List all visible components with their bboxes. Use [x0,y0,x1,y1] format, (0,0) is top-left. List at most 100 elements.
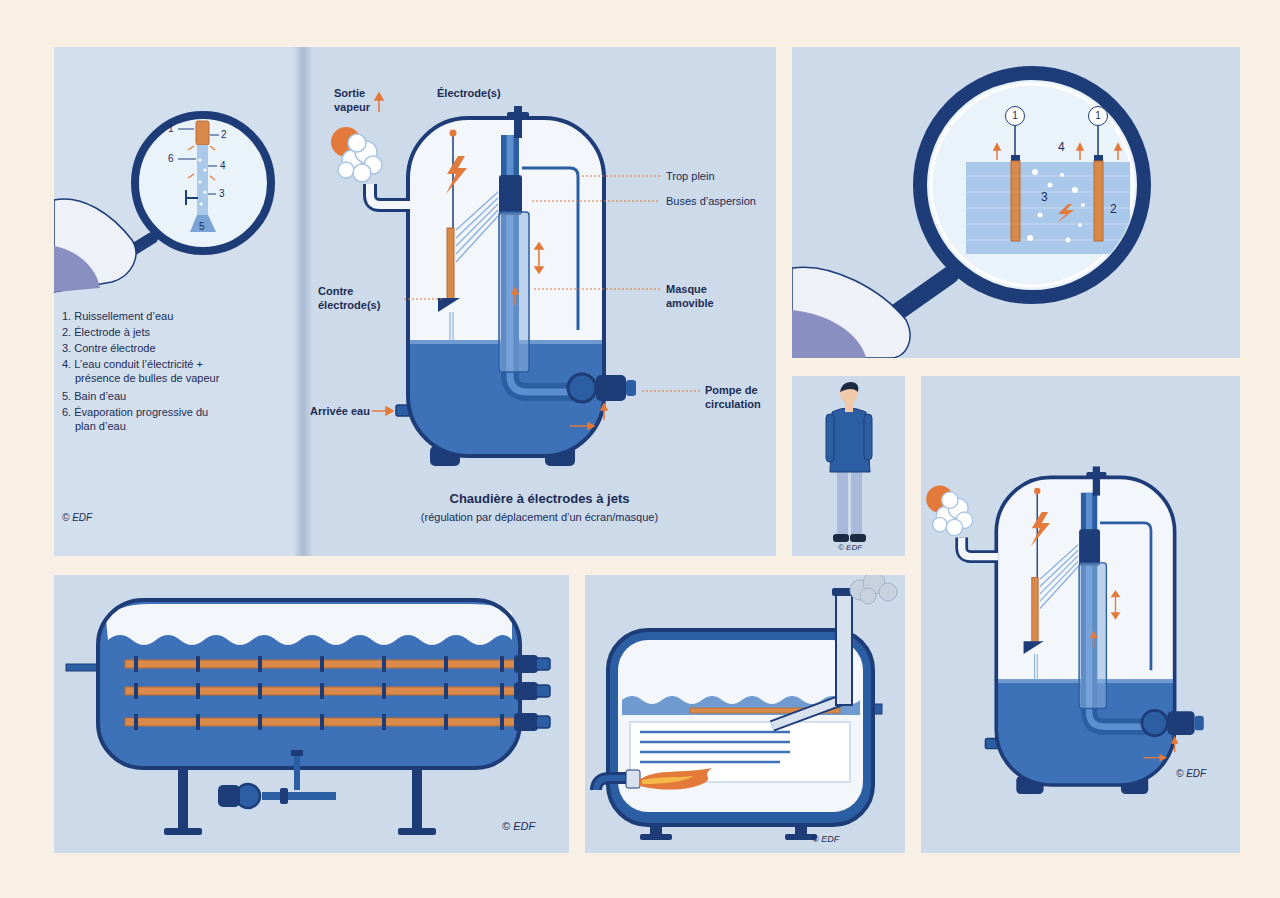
callout-number: 6 [168,152,174,165]
copyright: © EDF [1176,767,1206,780]
immersion-boiler-part [164,828,202,835]
immersion-boiler-part [398,828,436,835]
magnifier-part-part-part [1066,238,1071,243]
panels [54,47,1240,853]
magnifier-part-part-part [966,192,1130,193]
magnifier-part-part-part [966,224,1130,225]
magnifier-part [920,73,1144,297]
magnifier-part [1056,204,1074,224]
electrode-boiler [926,466,1204,797]
magnifier-part [1011,155,1020,161]
magnifier-part-part [966,162,1130,254]
person-figure-part [826,414,834,462]
fire-tube-boiler-part [626,770,640,788]
magnifier-part-part-part [966,240,1130,241]
magnifier-part-part-part [1060,173,1064,177]
copyright: © EDF [62,511,92,524]
magnifier-part-part [1115,144,1121,150]
magnifier-part [196,121,209,145]
magnifier-part-part [188,146,194,150]
fire-tube-boiler-part [640,834,672,840]
magnifier-part-part [178,159,196,160]
magnifier [54,115,271,292]
part-label: Contre électrode(s) [318,284,400,313]
magnifier-part [1011,161,1020,241]
magnifier-part-part [1077,144,1083,150]
magnifier-part [966,162,1130,254]
magnifier-part [792,310,866,358]
magnifier-part-part-part [1078,223,1082,227]
magnifier-part [54,199,136,292]
fire-tube-boiler-part [608,630,873,825]
fire-tube-boiler-part [618,640,863,812]
immersion-boiler-part [98,600,520,768]
part-label: Électrode(s) [437,86,501,100]
immersion-boiler-part [66,664,100,671]
magnifier-part-part [210,146,215,150]
callout-number: 3 [1041,190,1048,206]
magnifier-part-part [966,176,1130,240]
magnifier-part-part-part [1027,235,1033,241]
magnifier-part [54,246,100,292]
magnifier-part-part-part [1072,187,1078,193]
magnifier-part-part [208,194,216,195]
fire-tube-boiler [596,575,897,840]
magnifier-part [1014,126,1016,155]
immersion-boiler-part-part [536,658,550,670]
immersion-boiler-part-part [196,683,200,699]
callout-circle: 1 [1088,106,1108,126]
callout-number: 4 [220,159,226,172]
fire-tube-boiler-part-part [640,741,790,744]
fire-tube-boiler-part [642,776,694,784]
magnifier-part-part-part [966,176,1130,177]
immersion-boiler-part [262,792,336,800]
person-figure-part [850,534,866,542]
immersion-boiler-part-part [134,683,138,699]
magnifier-part-part [1027,169,1085,243]
fire-tube-boiler-part-part [640,751,790,754]
leader-line-part [404,299,444,300]
person-figure-part [851,468,862,536]
legend-item: 5. Bain d’eau [62,389,126,403]
magnifier-part-part [199,202,202,205]
fire-tube-boiler-part [772,700,842,726]
immersion-boiler-part-part [134,656,138,672]
immersion-boiler-part-part [514,682,538,700]
magnifier [792,73,1144,358]
callout-number: 3 [219,187,225,200]
magnifier-part-part-part [1038,213,1043,218]
magnifier-part [1094,155,1103,161]
immersion-boiler-part-part [536,716,550,728]
fire-tube-boiler-part-part [860,588,876,604]
magnifier-part-part [210,176,215,180]
legend-item: 4. L’eau conduit l’électricité + présenc… [62,357,251,386]
copyright: © EDF [812,834,839,846]
callout-number: 1 [1012,111,1018,121]
immersion-boiler-part-part [444,656,448,672]
part-label: Masque amovible [666,282,730,311]
legend-item: 3. Contre électrode [62,341,156,355]
callout-number: 1 [168,122,174,135]
immersion-boiler-part-part [536,685,550,697]
part-label: Buses d’aspersion [666,194,756,208]
diagram-caption: (régulation par déplacement d’un écran/m… [303,510,776,524]
person-figure-part [837,468,848,536]
immersion-boiler-part-part [258,656,262,672]
magnifier-part-part [203,190,206,193]
leader-line-part [642,391,700,392]
immersion-boiler-part-part [382,683,386,699]
immersion-boiler-part [98,600,520,768]
fire-tube-boiler-part [836,590,852,705]
leader-line [404,176,700,391]
electrode-boiler-part [926,466,1204,797]
callout-number: 2 [1110,202,1117,218]
magnifier-part [185,190,187,205]
immersion-boiler-part-part [196,656,200,672]
person-figure-part [864,414,872,460]
leader-line-part [532,201,660,202]
fire-tube-boiler-part [640,768,712,790]
part-label: Sortie vapeur [334,86,392,115]
fire-tube-boiler-part-part [879,583,897,601]
immersion-boiler-part [280,788,288,804]
magnifier-part [190,215,216,232]
